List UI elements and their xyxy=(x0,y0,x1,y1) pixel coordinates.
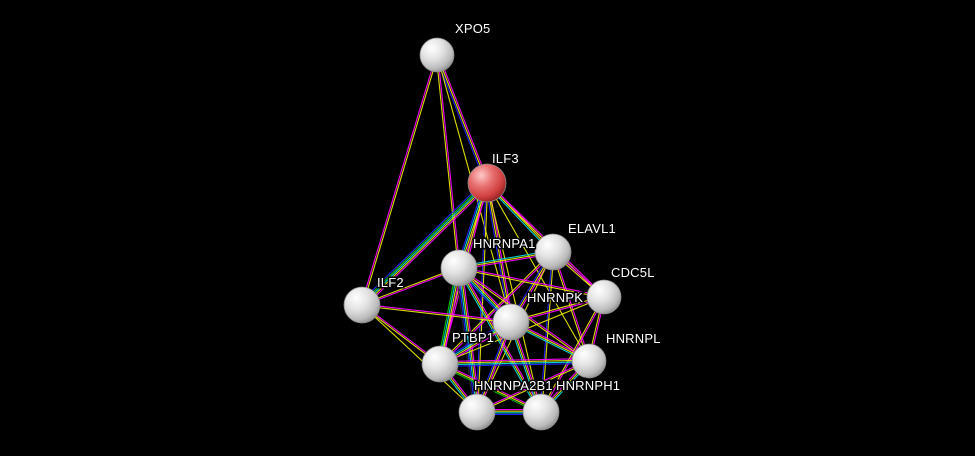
node-HNRNPK[interactable] xyxy=(492,303,530,341)
edge-XPO5-ILF2 xyxy=(360,54,439,306)
edge-line-cyan xyxy=(439,361,590,366)
edge-line-magenta xyxy=(437,54,461,269)
node-sphere-ELAVL1[interactable] xyxy=(534,233,572,271)
edge-HNRNPA1-HNRNPA2B1 xyxy=(455,267,481,413)
edge-line-yellow xyxy=(361,305,512,324)
edge-line-yellow xyxy=(439,363,542,413)
edge-line-blue xyxy=(359,180,486,304)
edge-line-black xyxy=(455,267,475,413)
node-sphere-ILF2[interactable] xyxy=(343,286,381,324)
node-label-PTBP1: PTBP1 xyxy=(452,330,494,345)
node-label-HNRNPH1: HNRNPH1 xyxy=(556,378,620,393)
edge-ILF3-HNRNPA2B1 xyxy=(475,182,489,413)
edge-line-magenta xyxy=(439,358,590,363)
node-sphere-HNRNPK[interactable] xyxy=(492,303,530,341)
node-sphere-PTBP1[interactable] xyxy=(421,345,459,383)
edge-line-yellow xyxy=(486,182,542,413)
edge-ILF3-HNRNPH1 xyxy=(486,182,542,413)
node-ELAVL1[interactable] xyxy=(534,233,572,271)
edge-XPO5-ILF3 xyxy=(434,53,490,185)
node-label-HNRNPA1: HNRNPA1 xyxy=(473,236,536,251)
node-label-XPO5: XPO5 xyxy=(455,21,490,36)
edge-line-yellow xyxy=(362,183,489,307)
node-XPO5[interactable] xyxy=(419,37,455,73)
edge-line-green xyxy=(438,364,541,414)
edge-ILF3-HNRNPL xyxy=(486,182,590,362)
edge-line-yellow xyxy=(477,182,489,413)
edge-line-yellow xyxy=(476,361,590,414)
edge-line-magenta xyxy=(437,53,490,183)
edge-line-magenta xyxy=(440,362,543,412)
edge-line-yellow xyxy=(486,182,590,362)
node-layer xyxy=(343,37,622,431)
node-sphere-ILF3[interactable] xyxy=(467,163,507,203)
edge-line-green xyxy=(360,181,487,305)
node-HNRNPA2B1[interactable] xyxy=(458,393,496,431)
node-label-HNRNPL: HNRNPL xyxy=(606,331,661,346)
edge-ILF2-HNRNPA2B1 xyxy=(361,304,478,413)
node-label-ILF3: ILF3 xyxy=(492,151,519,166)
edge-line-magenta xyxy=(458,266,605,297)
node-sphere-XPO5[interactable] xyxy=(419,37,455,73)
edge-ILF3-ILF2 xyxy=(359,180,490,308)
node-ILF2[interactable] xyxy=(343,286,381,324)
node-HNRNPL[interactable] xyxy=(571,343,607,379)
edge-line-yellow xyxy=(361,304,478,413)
edge-line-yellow xyxy=(435,54,459,269)
edge-line-magenta xyxy=(363,184,490,308)
edge-line-blue xyxy=(475,182,487,413)
edge-HNRNPA1-CDC5L xyxy=(458,266,605,299)
node-HNRNPA1[interactable] xyxy=(440,249,478,287)
node-label-HNRNPK: HNRNPK xyxy=(527,290,583,305)
edge-line-yellow xyxy=(439,359,590,364)
edge-line-cyan xyxy=(458,267,478,413)
node-label-ELAVL1: ELAVL1 xyxy=(568,221,616,236)
edge-line-yellow xyxy=(458,268,605,299)
edge-line-blue xyxy=(456,267,476,413)
node-label-ILF2: ILF2 xyxy=(377,275,404,290)
edge-PTBP1-HNRNPH1 xyxy=(438,362,543,414)
node-PTBP1[interactable] xyxy=(421,345,459,383)
node-sphere-HNRNPA2B1[interactable] xyxy=(458,393,496,431)
edge-HNRNPA2B1-HNRNPL xyxy=(476,359,590,414)
edge-line-magenta xyxy=(461,267,481,413)
node-label-HNRNPA2B1: HNRNPA2B1 xyxy=(474,378,553,393)
edge-line-cyan xyxy=(361,182,488,306)
edge-line-blue xyxy=(484,182,510,323)
edge-line-yellow xyxy=(460,267,480,413)
edge-line-magenta xyxy=(360,54,437,306)
edge-PTBP1-HNRNPL xyxy=(439,358,590,367)
edge-line-magenta xyxy=(361,303,512,322)
edge-line-yellow xyxy=(362,54,439,306)
edge-line-blue xyxy=(439,362,590,367)
node-HNRNPH1[interactable] xyxy=(522,393,560,431)
node-ILF3[interactable] xyxy=(467,163,507,203)
edge-line-magenta xyxy=(476,359,590,412)
edge-XPO5-HNRNPA1 xyxy=(435,54,461,269)
edge-ILF2-HNRNPK xyxy=(361,303,512,324)
node-sphere-HNRNPH1[interactable] xyxy=(522,393,560,431)
node-CDC5L[interactable] xyxy=(586,279,622,315)
node-sphere-HNRNPL[interactable] xyxy=(571,343,607,379)
node-sphere-CDC5L[interactable] xyxy=(586,279,622,315)
node-label-CDC5L: CDC5L xyxy=(611,265,655,280)
edge-line-yellow xyxy=(436,54,488,184)
node-sphere-HNRNPA1[interactable] xyxy=(440,249,478,287)
edge-line-blue xyxy=(434,55,487,185)
